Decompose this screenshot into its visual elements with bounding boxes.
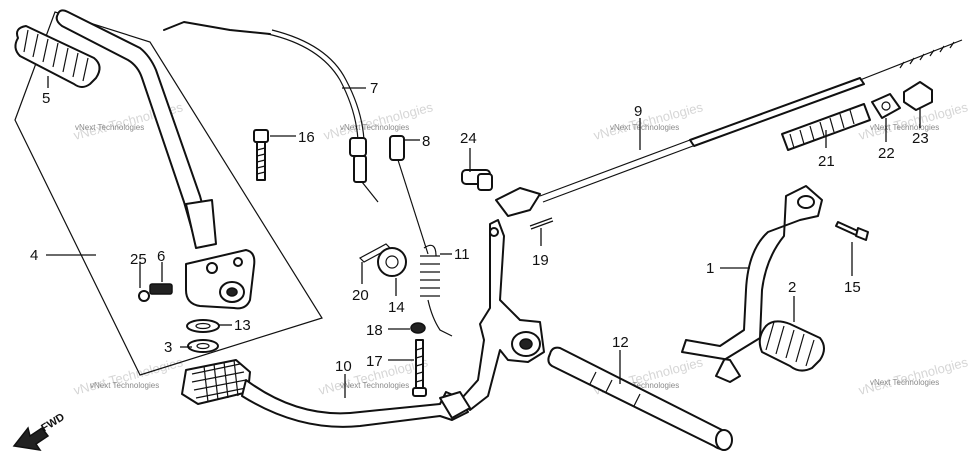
cable-part-7 <box>163 21 379 203</box>
leader-lines <box>46 76 921 398</box>
bolt-part-15 <box>835 221 869 241</box>
watermark-text: vNext Technologies <box>340 123 409 132</box>
watermark-text: vNext Technologies <box>870 123 939 132</box>
callout-1: 1 <box>706 260 714 277</box>
ball-part-25 <box>138 290 150 302</box>
callout-20: 20 <box>352 287 369 304</box>
washer-part-13 <box>186 319 220 333</box>
callout-14: 14 <box>388 299 405 316</box>
spring-part-21 <box>781 103 871 151</box>
callout-10: 10 <box>335 358 352 375</box>
callout-19: 19 <box>532 252 549 269</box>
watermark-text: vNext Technologies <box>75 123 144 132</box>
lever-tube <box>55 9 217 249</box>
callout-15: 15 <box>844 279 861 296</box>
callout-12: 12 <box>612 334 629 351</box>
rod-part-9 <box>495 39 963 217</box>
callout-4: 4 <box>30 247 38 264</box>
callout-18: 18 <box>366 322 383 339</box>
fwd-arrow: FWD <box>12 411 67 452</box>
callout-5: 5 <box>42 90 50 107</box>
watermark-text: vNext Technologies <box>90 381 159 390</box>
callout-22: 22 <box>878 145 895 162</box>
foot-pedal-part-10 <box>181 359 471 428</box>
watermark-text: vNext Technologies <box>870 378 939 387</box>
washer-part-3 <box>187 339 219 353</box>
bolt-part-16 <box>253 129 269 181</box>
callout-23: 23 <box>912 130 929 147</box>
callout-8: 8 <box>422 133 430 150</box>
nut-part-18 <box>410 322 426 334</box>
callout-11: 11 <box>454 246 470 263</box>
watermark-faint: vNext Technologies <box>857 354 970 398</box>
callout-24: 24 <box>460 130 477 147</box>
subassembly-outline <box>14 11 323 376</box>
pin-part-24 <box>461 169 493 191</box>
lever-pivot-housing <box>185 249 256 310</box>
watermark-text: vNext Technologies <box>610 123 679 132</box>
cotter-pin-part-19 <box>529 217 554 230</box>
callout-6: 6 <box>157 248 165 265</box>
callout-25: 25 <box>130 251 147 268</box>
spring-part-8 <box>389 135 429 255</box>
watermark-faint: vNext Technologies <box>322 99 435 143</box>
callout-7: 7 <box>370 80 378 97</box>
joint-part-22 <box>871 93 901 119</box>
watermark-text: vNext Technologies <box>610 381 679 390</box>
callout-labels: 5 7 16 8 24 9 21 22 23 4 25 6 20 11 14 1… <box>30 80 929 375</box>
callout-13: 13 <box>234 317 251 334</box>
fwd-label: FWD <box>39 411 67 434</box>
shaft-part-12 <box>547 346 733 451</box>
bolt-part-17 <box>412 339 427 397</box>
callout-3: 3 <box>164 339 172 356</box>
brake-pedal-arm <box>461 219 545 411</box>
pin-part-6 <box>149 283 173 295</box>
callout-21: 21 <box>818 153 835 170</box>
spring-part-11 <box>420 244 453 337</box>
callout-2: 2 <box>788 279 796 296</box>
washer-part-14 <box>377 247 407 277</box>
watermark-faint: vNext Technologies <box>592 99 705 143</box>
nut-part-23 <box>903 81 933 111</box>
callout-9: 9 <box>634 103 642 120</box>
watermark-faint: vNext Technologies <box>72 354 185 398</box>
kick-lever-part-1 <box>681 185 823 383</box>
callout-17: 17 <box>366 353 383 370</box>
grip-part-5 <box>14 25 101 88</box>
rubber-part-2 <box>758 320 825 372</box>
watermark-text: vNext Technologies <box>340 381 409 390</box>
callout-16: 16 <box>298 129 315 146</box>
